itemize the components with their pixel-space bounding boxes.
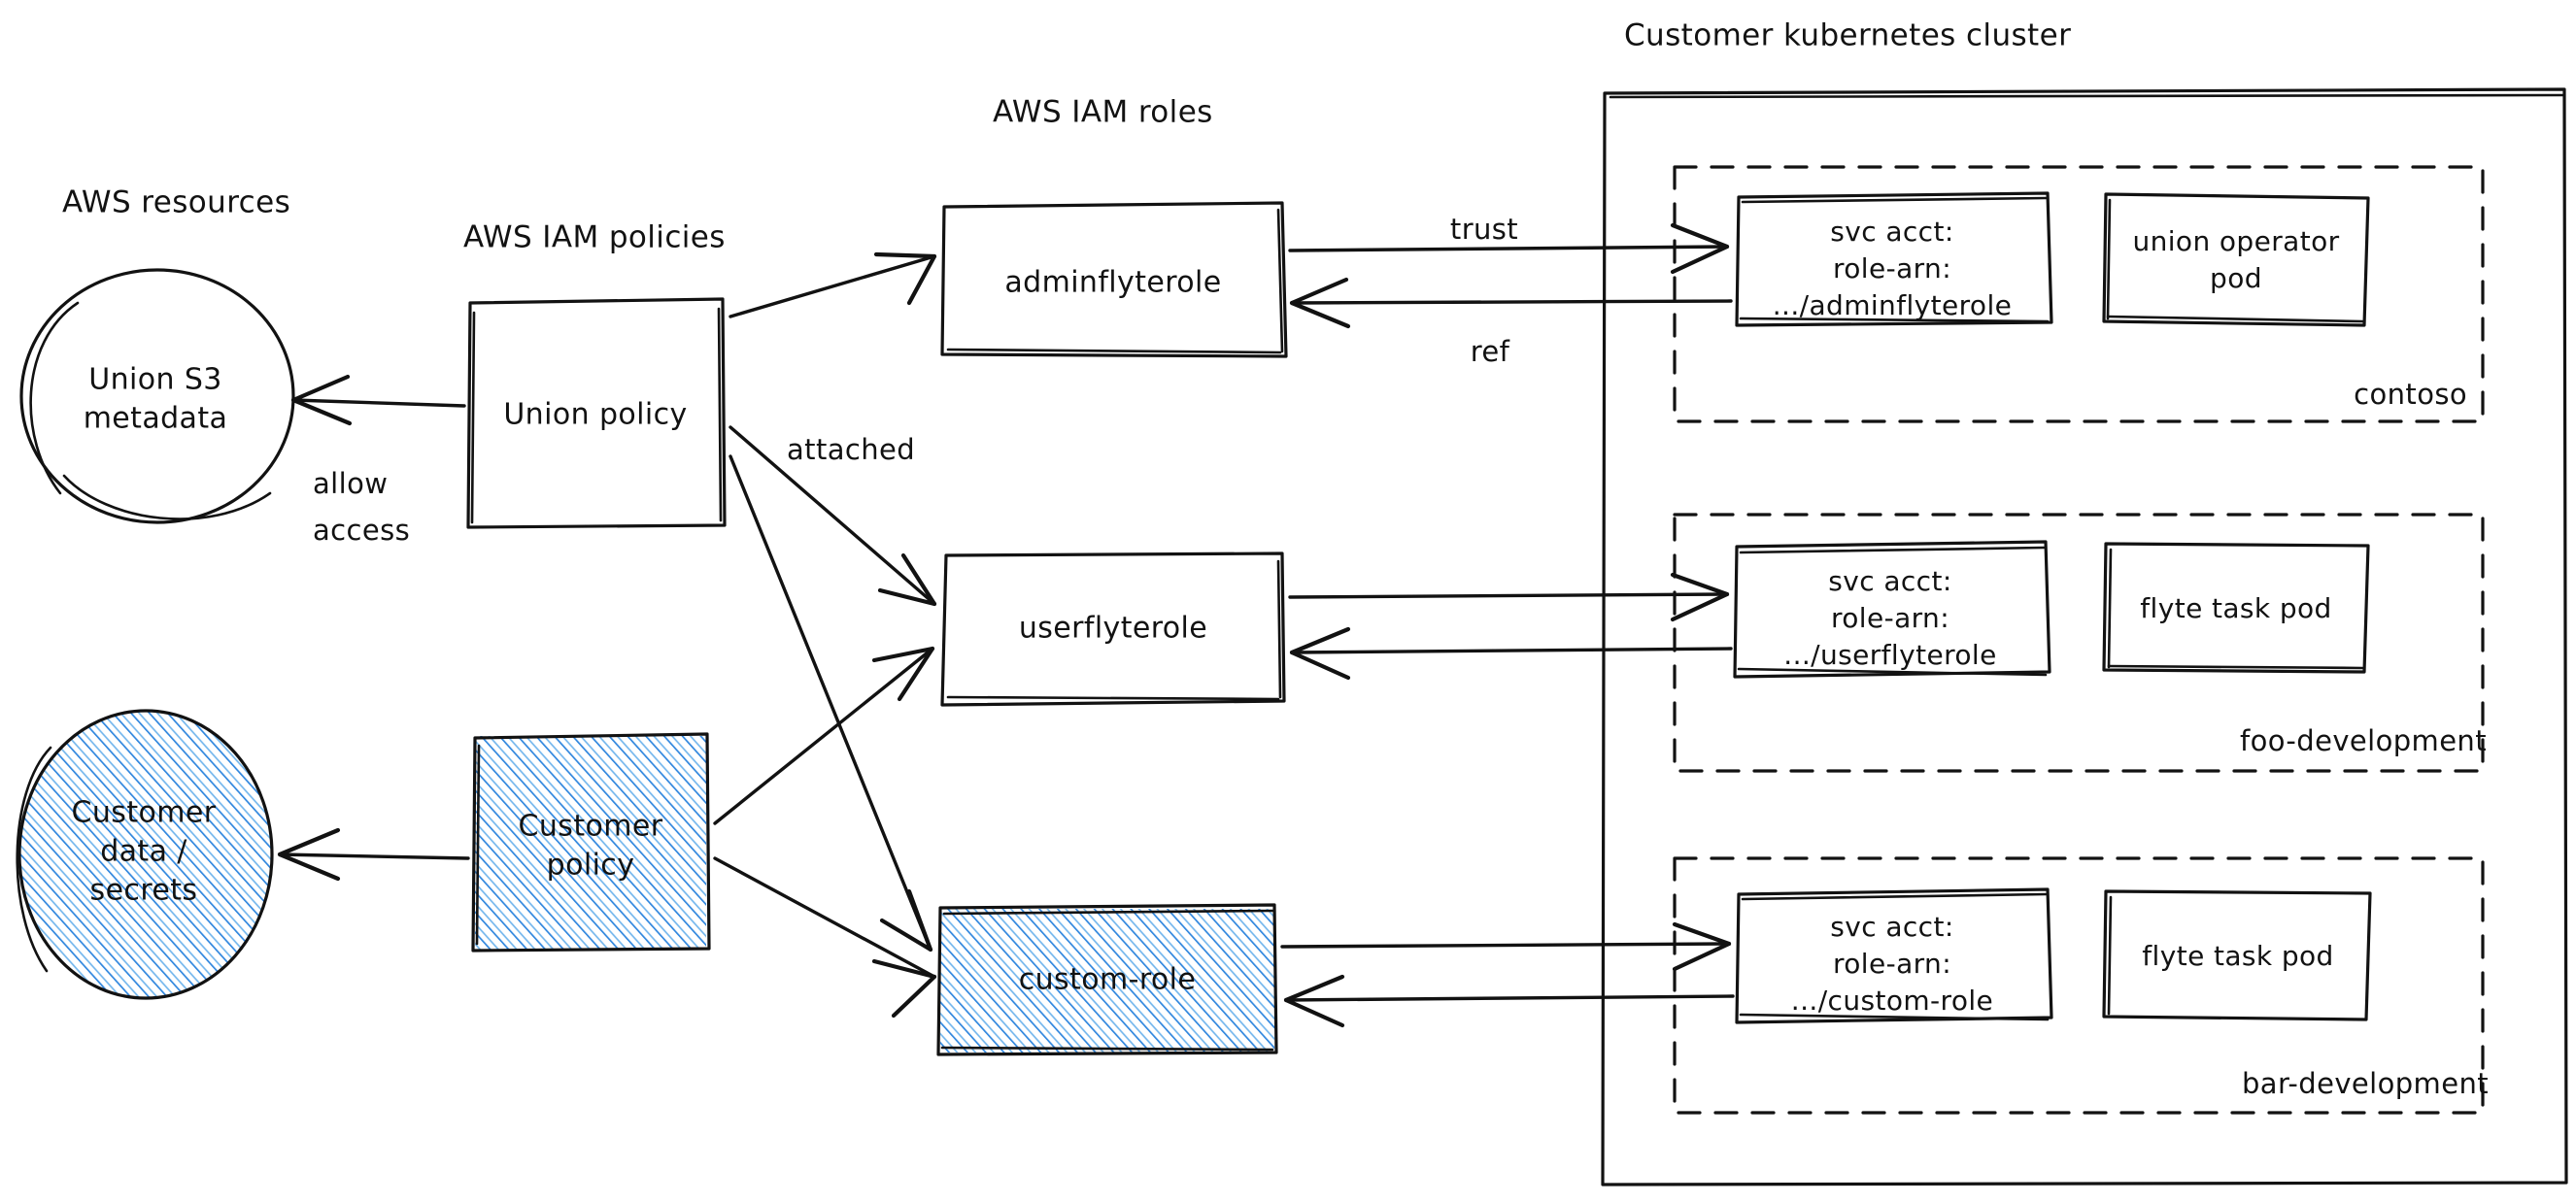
group-title-aws-resources: AWS resources [62, 185, 290, 220]
edge-userflyterole-ref [1289, 626, 1733, 681]
node-label-line: userflyterole [1019, 612, 1207, 646]
group-title-aws-iam-roles: AWS IAM roles [993, 95, 1213, 130]
edge-union-policy-to-adminflyterole [729, 251, 937, 318]
node-svc-acct-custom-role[interactable]: svc acct: role-arn: .../custom-role [1735, 887, 2053, 1024]
edge-custom-role-ref [1283, 974, 1735, 1028]
edge-adminflyterole-ref [1289, 277, 1733, 329]
edge-customer-policy-to-custom-role [713, 856, 937, 1019]
namespace-label-foo-development: foo-development [2240, 724, 2487, 757]
node-userflyterole[interactable]: userflyterole [940, 551, 1286, 707]
node-label-line: data / [100, 835, 187, 869]
node-label-line: .../custom-role [1791, 985, 1993, 1017]
node-label-line: pod [2210, 262, 2262, 294]
edge-union-policy-to-custom-role [729, 454, 933, 952]
group-title-customer-k8s-cluster: Customer kubernetes cluster [1624, 18, 2071, 53]
node-label-line: role-arn: [1833, 252, 1951, 284]
node-label-line: flyte task pod [2140, 592, 2331, 624]
node-label-line: adminflyterole [1004, 266, 1221, 300]
node-label-line: svc acct: [1830, 911, 1953, 943]
edge-label-access: access [313, 514, 410, 547]
edge-custom-role-trust [1280, 921, 1732, 972]
node-label-line: Customer [519, 810, 663, 844]
edge-union-policy-to-userflyterole [729, 425, 937, 607]
namespace-bar-development[interactable]: svc acct: role-arn: .../custom-role flyt… [1673, 856, 2489, 1115]
node-label-line: metadata [84, 402, 228, 436]
node-customer-policy[interactable]: Customer policy [471, 732, 711, 952]
node-flyte-task-pod-bar[interactable]: flyte task pod [2102, 889, 2372, 1021]
namespace-foo-development[interactable]: svc acct: role-arn: .../userflyterole fl… [1673, 513, 2487, 773]
node-label-line: Customer [72, 796, 217, 830]
node-svc-acct-userflyterole[interactable]: svc acct: role-arn: .../userflyterole [1733, 540, 2051, 679]
node-custom-role[interactable]: custom-role [936, 903, 1278, 1056]
node-label-line: .../adminflyterole [1773, 289, 2013, 321]
node-union-s3-metadata[interactable]: Union S3 metadata [19, 268, 295, 524]
node-svc-acct-adminflyterole[interactable]: svc acct: role-arn: .../adminflyterole [1735, 191, 2053, 327]
edge-customer-policy-to-data [277, 827, 470, 882]
node-label-line: Union policy [503, 398, 687, 432]
namespace-label-bar-development: bar-development [2242, 1067, 2489, 1100]
node-label-line: svc acct: [1830, 216, 1953, 248]
edge-label-trust: trust [1450, 213, 1518, 246]
node-customer-data-secrets[interactable]: Customer data / secrets [16, 709, 274, 1000]
edge-label-ref: ref [1471, 335, 1510, 368]
node-flyte-task-pod-foo[interactable]: flyte task pod [2102, 542, 2370, 674]
node-adminflyterole[interactable]: adminflyterole [940, 201, 1288, 358]
edge-label-attached: attached [787, 433, 915, 466]
node-label-line: secrets [90, 874, 198, 908]
namespace-label-contoso: contoso [2354, 378, 2467, 411]
node-label-line: union operator [2132, 225, 2339, 257]
node-label-line: role-arn: [1831, 602, 1949, 634]
edge-adminflyterole-trust [1288, 222, 1730, 275]
node-label-line: svc acct: [1828, 565, 1951, 597]
node-label-line: flyte task pod [2142, 940, 2333, 972]
node-label-line: custom-role [1019, 963, 1197, 997]
node-label-line: Union S3 [88, 363, 222, 397]
node-union-operator-pod[interactable]: union operator pod [2102, 192, 2370, 327]
namespace-contoso[interactable]: svc acct: role-arn: .../adminflyterole u… [1673, 165, 2485, 423]
edge-label-allow: allow [313, 467, 388, 500]
group-title-aws-iam-policies: AWS IAM policies [463, 220, 726, 255]
node-label-line: role-arn: [1833, 948, 1951, 980]
edge-customer-policy-to-userflyterole [713, 646, 935, 825]
node-union-policy[interactable]: Union policy [466, 297, 727, 529]
edge-userflyterole-trust [1288, 572, 1730, 622]
node-label-line: policy [547, 849, 635, 883]
cluster-boundary [1601, 87, 2568, 1186]
edge-union-policy-to-s3 [290, 374, 466, 426]
node-label-line: .../userflyterole [1783, 639, 1996, 671]
